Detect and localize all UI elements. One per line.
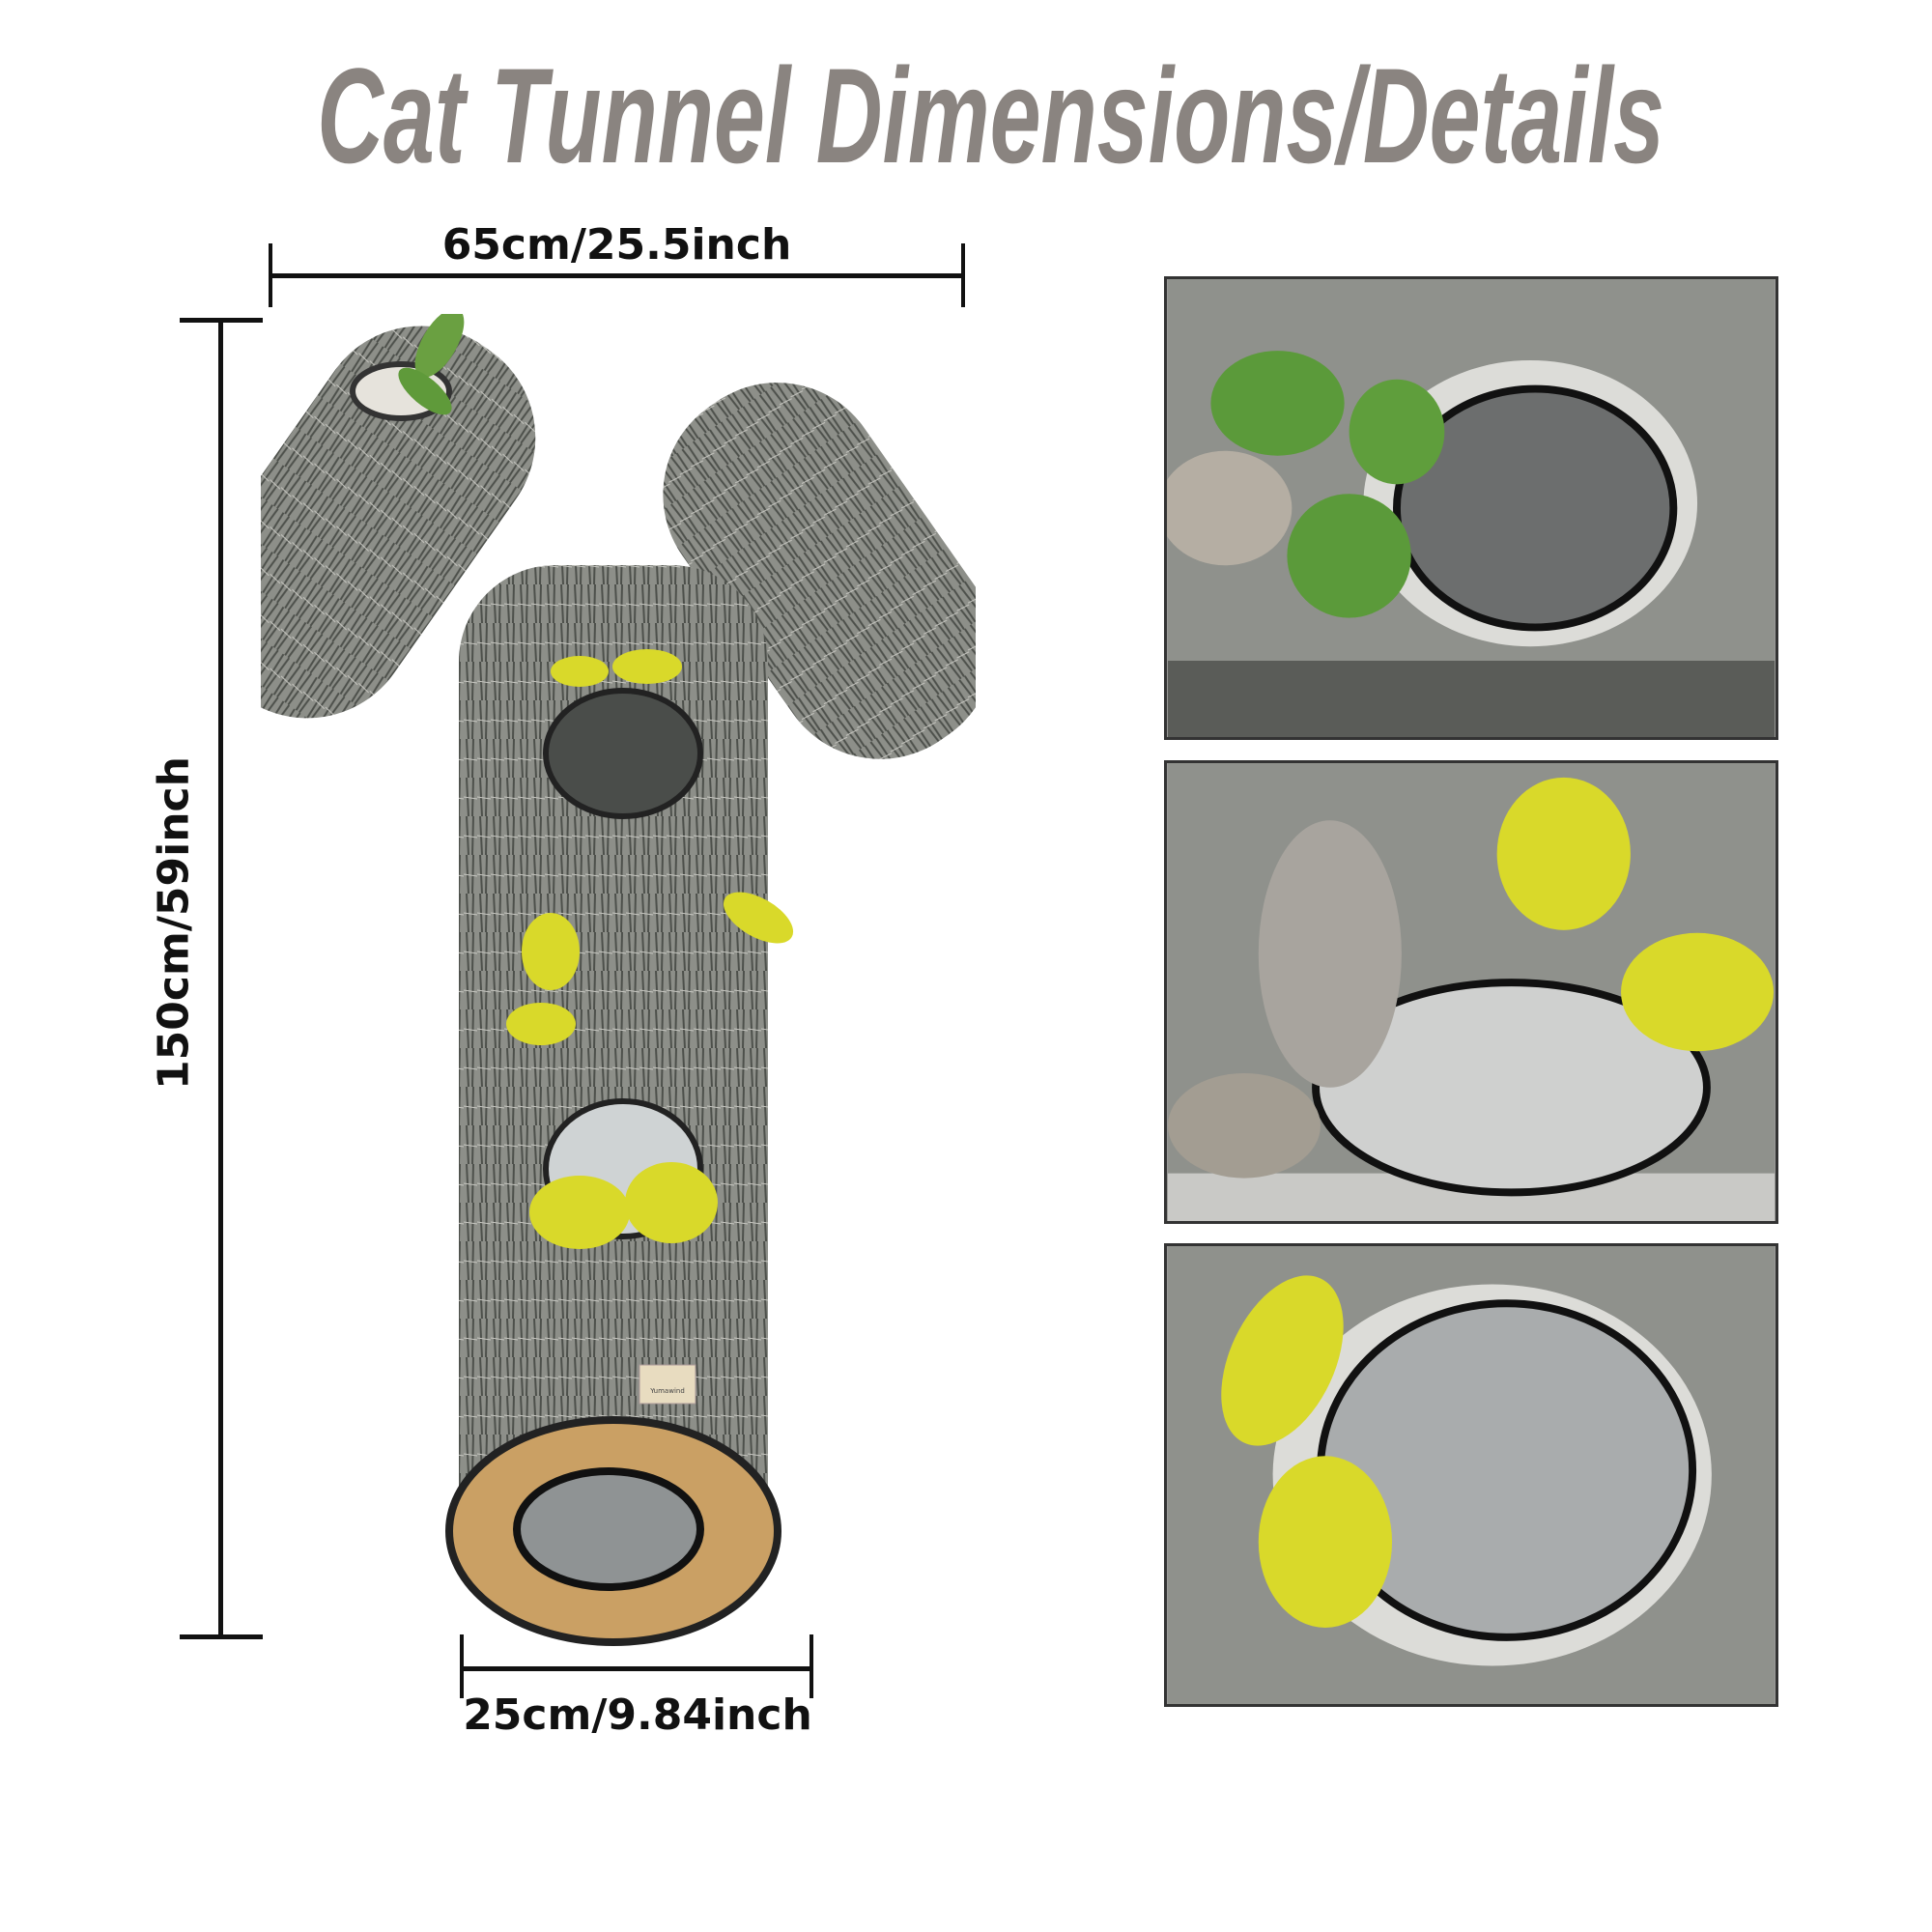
leaf-decorations — [398, 314, 794, 1249]
main-trunk — [459, 565, 768, 1618]
page-title: Cat Tunnel Dimensions/Details — [317, 40, 1665, 191]
detail-image-3 — [1167, 1246, 1776, 1704]
title-container: Cat Tunnel Dimensions/Details — [0, 39, 1932, 193]
diameter-tick-right — [810, 1634, 813, 1698]
width-dimension-line — [270, 273, 963, 278]
detail-image-1 — [1167, 279, 1776, 737]
height-tick-top — [180, 318, 263, 323]
detail-panel-2 — [1164, 760, 1778, 1224]
diameter-tick-left — [460, 1634, 464, 1698]
product-tag-text: Yumawind — [649, 1387, 685, 1395]
diameter-label: 25cm/9.84inch — [463, 1690, 812, 1740]
right-branch — [663, 383, 976, 759]
width-tick-right — [961, 243, 965, 307]
height-tick-bottom — [180, 1634, 263, 1639]
left-branch — [261, 326, 536, 719]
cat-tunnel-image: Yumawind — [261, 314, 976, 1646]
width-label: 65cm/25.5inch — [441, 220, 792, 270]
height-label: 150cm/59inch — [149, 756, 199, 1090]
detail-panel-1 — [1164, 276, 1778, 740]
diameter-dimension-line — [462, 1666, 811, 1671]
height-dimension-line — [218, 320, 223, 1637]
detail-image-2 — [1167, 763, 1776, 1221]
product-tag — [639, 1364, 696, 1405]
detail-panel-3 — [1164, 1243, 1778, 1707]
width-tick-left — [269, 243, 272, 307]
upper-hole — [543, 688, 703, 819]
